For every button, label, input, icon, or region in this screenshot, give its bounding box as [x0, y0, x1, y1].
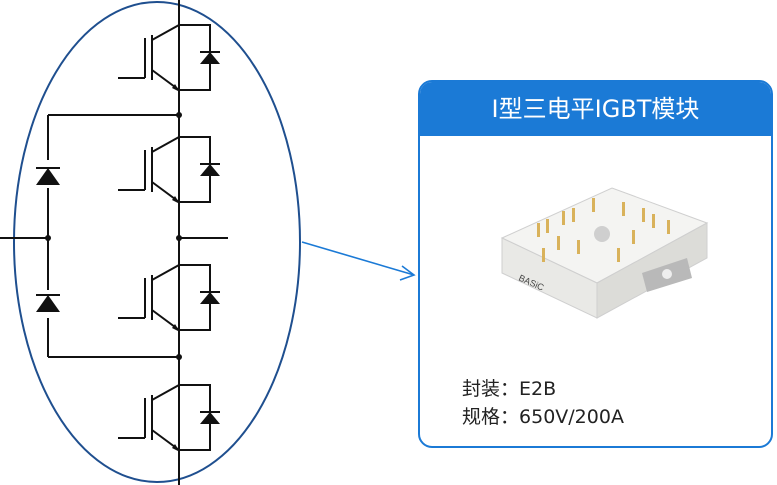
node-dot — [45, 235, 51, 241]
clamp-leg — [0, 114, 228, 358]
callout-arrow — [301, 241, 415, 276]
card-title: I型三电平IGBT模块 — [420, 82, 771, 136]
package-spec: 封装：E2B — [462, 374, 556, 401]
igbt-icon — [118, 264, 220, 335]
package-label: 封装： — [462, 378, 520, 400]
product-card: I型三电平IGBT模块 BASiC 封装：E2B 规格：650V/200A — [418, 80, 773, 448]
diode-icon — [36, 160, 60, 188]
node-dot — [176, 112, 182, 118]
rating-spec: 规格：650V/200A — [462, 402, 624, 429]
module-icon: BASiC — [500, 187, 709, 319]
node-dot — [176, 354, 182, 360]
package-value: E2B — [519, 378, 557, 400]
igbt-icon — [118, 384, 220, 455]
rating-label: 规格： — [462, 406, 520, 428]
node-dot — [176, 235, 182, 241]
rating-value: 650V/200A — [519, 406, 624, 428]
igbt-icon — [118, 24, 220, 95]
highlight-ellipse — [13, 1, 301, 483]
igbt-icon — [118, 136, 220, 207]
callout-arrowhead — [399, 265, 416, 281]
diode-icon — [36, 290, 60, 318]
